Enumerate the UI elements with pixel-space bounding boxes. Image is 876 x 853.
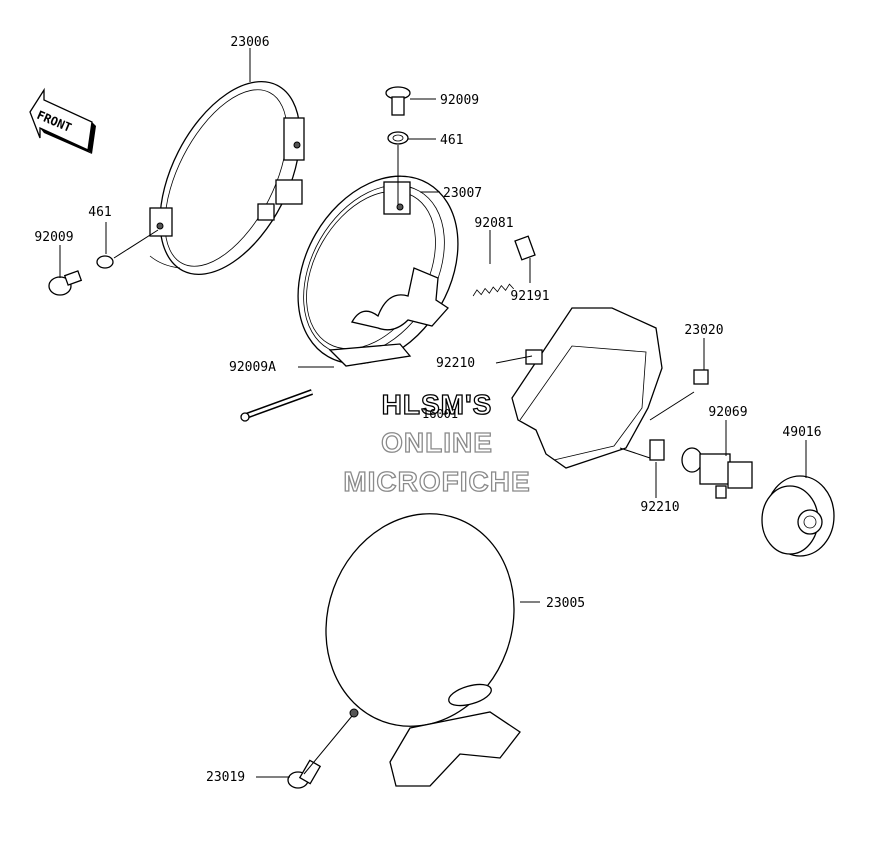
screw-92009-top [385,86,411,116]
collar-92191 [514,235,536,261]
hidden-part-label: 16001 [422,407,458,421]
label-92081: 92081 [474,216,513,231]
bolt-92009A [240,389,314,422]
label-49016: 49016 [782,425,821,440]
label-92210-a: 92210 [436,356,475,371]
label-461-left: 461 [88,205,111,220]
clip-23020 [693,369,709,385]
bulb-92069 [681,447,753,499]
lens-23005 [325,513,521,787]
label-23005: 23005 [546,596,585,611]
housing-23007 [297,175,459,367]
label-92210-b: 92210 [640,500,679,515]
clip-92210-b [649,439,665,461]
label-92009A: 92009A [229,360,276,375]
label-23007: 23007 [443,186,482,201]
watermark-line-3: MICROFICHE [343,466,530,497]
bracket-16001 [511,307,663,469]
label-23006: 23006 [230,35,269,50]
front-arrow-icon: FRONT [29,87,96,154]
label-92069: 92069 [708,405,747,420]
leader-lines [59,48,807,778]
spring-92081 [472,283,515,297]
clip-461-top [387,131,409,145]
label-461-top: 461 [440,133,463,148]
boot-49016 [761,475,835,557]
rim-ring-23006 [149,81,305,275]
label-92191: 92191 [510,289,549,304]
clip-461-left [96,255,114,269]
label-23020: 23020 [684,323,723,338]
watermark: HLSM'S ONLINE MICROFICHE [343,388,531,497]
label-92009-left: 92009 [34,230,73,245]
screw-23019 [287,759,322,789]
label-23019: 23019 [206,770,245,785]
screw-92009-left [48,270,83,296]
label-92009-top: 92009 [440,93,479,108]
watermark-line-1: HLSM'S [382,389,493,420]
watermark-line-2: ONLINE [381,427,493,458]
